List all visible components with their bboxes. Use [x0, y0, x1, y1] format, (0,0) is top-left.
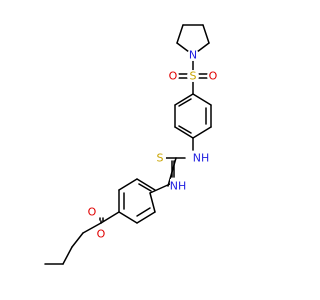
bond — [178, 125, 192, 134]
carbonyl-oxygen-atom: O — [88, 206, 97, 219]
bond — [178, 98, 192, 107]
bond — [192, 126, 212, 139]
sulfur-atom: S — [190, 70, 197, 83]
amine-atom: NH — [193, 152, 210, 165]
bond — [138, 183, 152, 192]
bond — [192, 93, 212, 106]
bond — [136, 211, 156, 224]
pyrrolidine-ring — [176, 24, 210, 56]
bond — [167, 157, 177, 187]
structure-drawing: N S O O NH S NH O O — [44, 24, 219, 265]
bond — [176, 24, 184, 44]
thiourea-linker — [165, 157, 186, 187]
oxygen-atom: O — [209, 70, 218, 83]
bond — [202, 24, 210, 44]
bond — [174, 93, 194, 106]
bond — [136, 207, 151, 217]
bond — [71, 232, 84, 248]
oxygen-atom: O — [169, 70, 178, 83]
bond — [149, 183, 171, 194]
bond — [136, 178, 156, 191]
atom-labels: N S O O NH S NH O O — [86, 49, 219, 241]
bond — [62, 246, 73, 265]
bond — [149, 192, 156, 213]
lower-benzene-ring — [118, 178, 171, 224]
nitrogen-atom: N — [189, 49, 197, 62]
bond — [118, 178, 138, 191]
sulfonyl-group — [178, 59, 208, 95]
bond — [174, 126, 194, 139]
bond — [82, 222, 102, 234]
bond — [118, 211, 138, 224]
thione-sulfur-atom: S — [157, 152, 164, 165]
upper-benzene-ring — [174, 93, 212, 151]
ethyl-ester-group — [44, 211, 120, 265]
molecule-canvas: N S O O NH S NH O O — [44, 24, 219, 265]
bond — [100, 211, 120, 224]
amine-atom: NH — [170, 180, 187, 193]
ester-oxygen-atom: O — [97, 228, 106, 241]
